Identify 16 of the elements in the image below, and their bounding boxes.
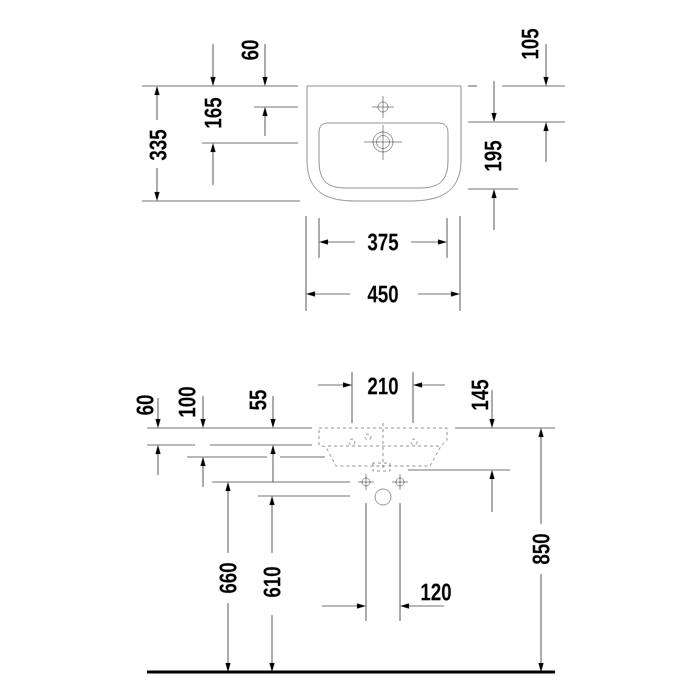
dimension-label: 165 (204, 98, 222, 128)
dimension-label: 210 (368, 378, 398, 394)
dimension-label: 450 (368, 286, 398, 302)
dimension-label: 120 (422, 584, 451, 600)
dimension-label: 100 (178, 387, 196, 416)
dimension-label: 145 (472, 380, 488, 410)
dimension-label: 610 (264, 567, 280, 597)
dimension-label: 335 (150, 130, 167, 160)
dimension-label: 375 (368, 234, 398, 250)
dimension-label: 660 (220, 563, 236, 593)
dimension-label: 60 (136, 395, 154, 415)
dimension-label: 55 (250, 390, 266, 410)
dimension-label: 105 (522, 28, 538, 58)
dimension-label: 195 (484, 140, 502, 170)
dimension-label: 850 (532, 534, 550, 564)
dimension-label: 60 (242, 40, 258, 60)
